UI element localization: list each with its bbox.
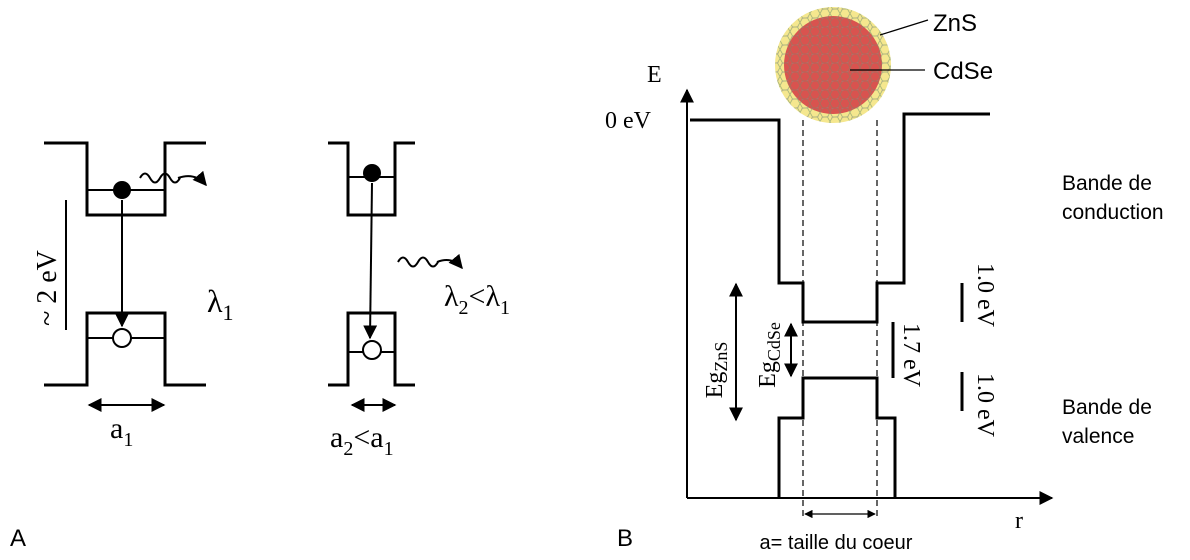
zero-level-label: 0 eV xyxy=(605,108,652,134)
panel-b-label: B xyxy=(617,525,633,552)
zns-leader-line xyxy=(879,19,929,36)
energy-gap-label: ~ 2 eV xyxy=(32,250,63,326)
eg-cdse-label: EgCdSe xyxy=(755,322,784,388)
width-2-label: a2<a1 xyxy=(330,421,394,460)
panel-a: ~ 2 eV λ1 a1 λ2<λ1 a2<a1 A xyxy=(10,141,510,552)
eg-zns-label: EgZnS xyxy=(702,342,731,399)
wavelength-2-label: λ2<λ1 xyxy=(444,280,510,319)
cdse-label: CdSe xyxy=(933,58,993,85)
hole xyxy=(362,340,382,360)
emission-wave-2 xyxy=(397,256,439,268)
panel-b: E r 0 eV a= taille du coeur EgZnS EgCdSe… xyxy=(605,7,1164,554)
quantum-well-1 xyxy=(44,141,207,412)
x-axis-label: r xyxy=(1015,508,1023,534)
emission-arrow-1 xyxy=(177,170,207,187)
hole xyxy=(112,328,132,348)
quantum-well-2 xyxy=(328,141,463,412)
emission-arrow-2 xyxy=(436,253,463,270)
y-axis-label: E xyxy=(647,62,662,88)
electron xyxy=(113,181,131,199)
valence-band-edge xyxy=(777,376,897,497)
emission-wave-1 xyxy=(139,172,181,184)
core-gap-label: 1.7 eV xyxy=(898,323,924,388)
wavelength-1-label: λ1 xyxy=(207,283,234,325)
core-size-label: a= taille du coeur xyxy=(760,532,913,554)
offset-valence-label: 1.0 eV xyxy=(972,373,998,438)
panel-a-label: A xyxy=(10,525,26,552)
offset-conduction-label: 1.0 eV xyxy=(972,263,998,328)
zns-label: ZnS xyxy=(933,10,977,37)
transition-arrow-2 xyxy=(363,182,378,340)
width-1-label: a1 xyxy=(110,412,133,451)
conduction-band-edge xyxy=(690,112,990,324)
core-shell-nanocrystal xyxy=(775,7,891,123)
electron xyxy=(363,164,381,182)
